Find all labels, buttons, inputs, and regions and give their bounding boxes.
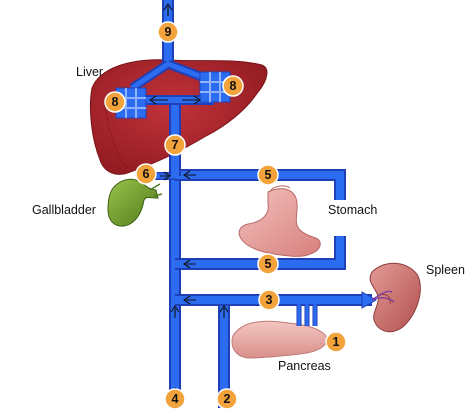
marker-5-upper: 5 <box>257 164 279 186</box>
svg-text:4: 4 <box>172 392 179 406</box>
svg-text:8: 8 <box>230 79 237 93</box>
svg-text:6: 6 <box>143 167 150 181</box>
marker-1: 1 <box>325 331 347 353</box>
marker-9: 9 <box>157 21 179 43</box>
svg-text:1: 1 <box>333 335 340 349</box>
marker-8-left: 8 <box>104 91 126 113</box>
marker-5-lower: 5 <box>257 253 279 275</box>
svg-text:9: 9 <box>165 25 172 39</box>
marker-3: 3 <box>258 289 280 311</box>
stomach <box>238 185 321 257</box>
gallbladder <box>107 178 163 227</box>
pancreas <box>231 320 328 359</box>
svg-text:2: 2 <box>224 392 231 406</box>
label-pancreas: Pancreas <box>278 359 331 373</box>
marker-4: 4 <box>164 388 186 410</box>
label-gallbladder: Gallbladder <box>32 203 96 217</box>
marker-2: 2 <box>216 388 238 410</box>
marker-6: 6 <box>135 163 157 185</box>
svg-text:8: 8 <box>112 95 119 109</box>
svg-text:7: 7 <box>172 138 179 152</box>
label-liver: Liver <box>76 65 103 79</box>
label-spleen: Spleen <box>426 263 465 277</box>
svg-text:5: 5 <box>265 257 272 271</box>
label-stomach: Stomach <box>328 203 377 217</box>
sinusoid-right <box>199 71 231 103</box>
svg-text:3: 3 <box>266 293 273 307</box>
marker-8-right: 8 <box>222 75 244 97</box>
marker-7: 7 <box>164 134 186 156</box>
svg-text:5: 5 <box>265 168 272 182</box>
